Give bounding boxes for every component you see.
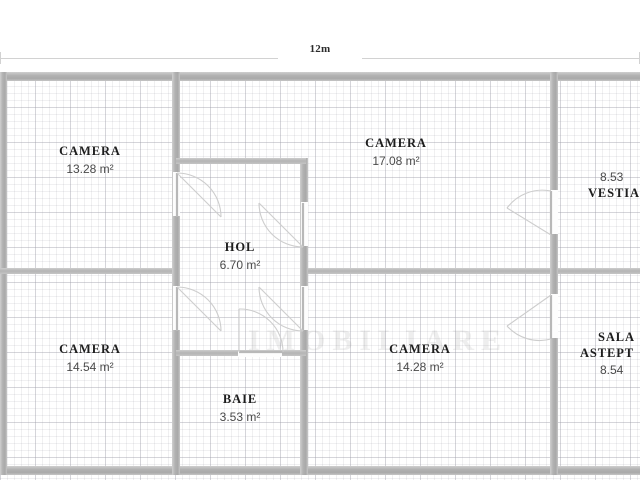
room-name: CAMERA bbox=[365, 136, 427, 150]
room-label-baie: BAIE 3.53 m² bbox=[182, 392, 298, 426]
door-hall-lower-left bbox=[175, 286, 230, 340]
room-label-camera-bottom-center: CAMERA 14.28 m² bbox=[330, 342, 510, 376]
door-opening-hall-upper-right bbox=[301, 202, 308, 246]
room-label-camera-top-center: CAMERA 17.08 m² bbox=[306, 136, 486, 170]
door-hall-upper-right bbox=[258, 202, 310, 254]
room-name: BAIE bbox=[222, 392, 258, 406]
room-label-vestiar: 8.53 VESTIA bbox=[560, 168, 640, 202]
door-bathroom bbox=[238, 308, 288, 358]
door-opening-hall-lower-right bbox=[301, 286, 308, 330]
door-opening-bathroom bbox=[238, 351, 282, 357]
room-area: 13.28 m² bbox=[66, 161, 114, 176]
room-label-hol: HOL 6.70 m² bbox=[180, 240, 300, 274]
room-area: 3.53 m² bbox=[219, 409, 261, 424]
door-opening-vestiar bbox=[551, 190, 558, 234]
room-label-camera-bottom-left: CAMERA 14.54 m² bbox=[10, 342, 170, 376]
room-area: 14.28 m² bbox=[396, 359, 444, 374]
room-area: 14.54 m² bbox=[66, 359, 114, 374]
room-name: HOL bbox=[224, 240, 256, 254]
plan-body: IMOBILIARE bbox=[0, 72, 640, 480]
interior-wall-horizontal-left bbox=[0, 268, 172, 274]
interior-wall-horizontal-center bbox=[308, 268, 550, 274]
door-hall-lower-right bbox=[258, 286, 310, 338]
interior-wall-vertical-left bbox=[172, 72, 180, 475]
dimension-line-left bbox=[0, 58, 278, 59]
room-area: 6.70 m² bbox=[219, 257, 261, 272]
interior-wall-vertical-right bbox=[550, 72, 558, 475]
graph-paper-grid bbox=[0, 72, 640, 480]
room-area: 17.08 m² bbox=[372, 153, 420, 168]
exterior-wall-top bbox=[0, 72, 640, 81]
interior-wall-horizontal-right bbox=[558, 268, 640, 274]
room-name: VESTIA bbox=[588, 186, 640, 200]
room-label-sala-asteptare: SALA ASTEPT 8.54 bbox=[560, 330, 640, 379]
room-name: CAMERA bbox=[59, 342, 121, 356]
door-sala-asteptare bbox=[506, 294, 558, 346]
dimension-label-width: 12m bbox=[309, 43, 331, 55]
hall-wall-top bbox=[176, 158, 306, 164]
dimension-tick-left bbox=[0, 52, 1, 64]
room-label-camera-top-left: CAMERA 13.28 m² bbox=[10, 144, 170, 178]
room-name: CAMERA bbox=[389, 342, 451, 356]
room-name-line2: ASTEPT bbox=[580, 345, 635, 360]
exterior-wall-bottom bbox=[0, 466, 640, 475]
room-area: 8.53 bbox=[600, 170, 624, 184]
room-name: CAMERA bbox=[59, 144, 121, 158]
door-opening-sala-asteptare bbox=[551, 294, 558, 338]
room-name-line1: SALA bbox=[598, 330, 635, 344]
dimension-line-right bbox=[362, 58, 640, 59]
door-vestiar bbox=[506, 189, 558, 242]
door-hall-upper-left bbox=[175, 172, 230, 226]
dimension-band: 12m bbox=[0, 0, 640, 72]
room-area: 8.54 bbox=[600, 363, 624, 378]
